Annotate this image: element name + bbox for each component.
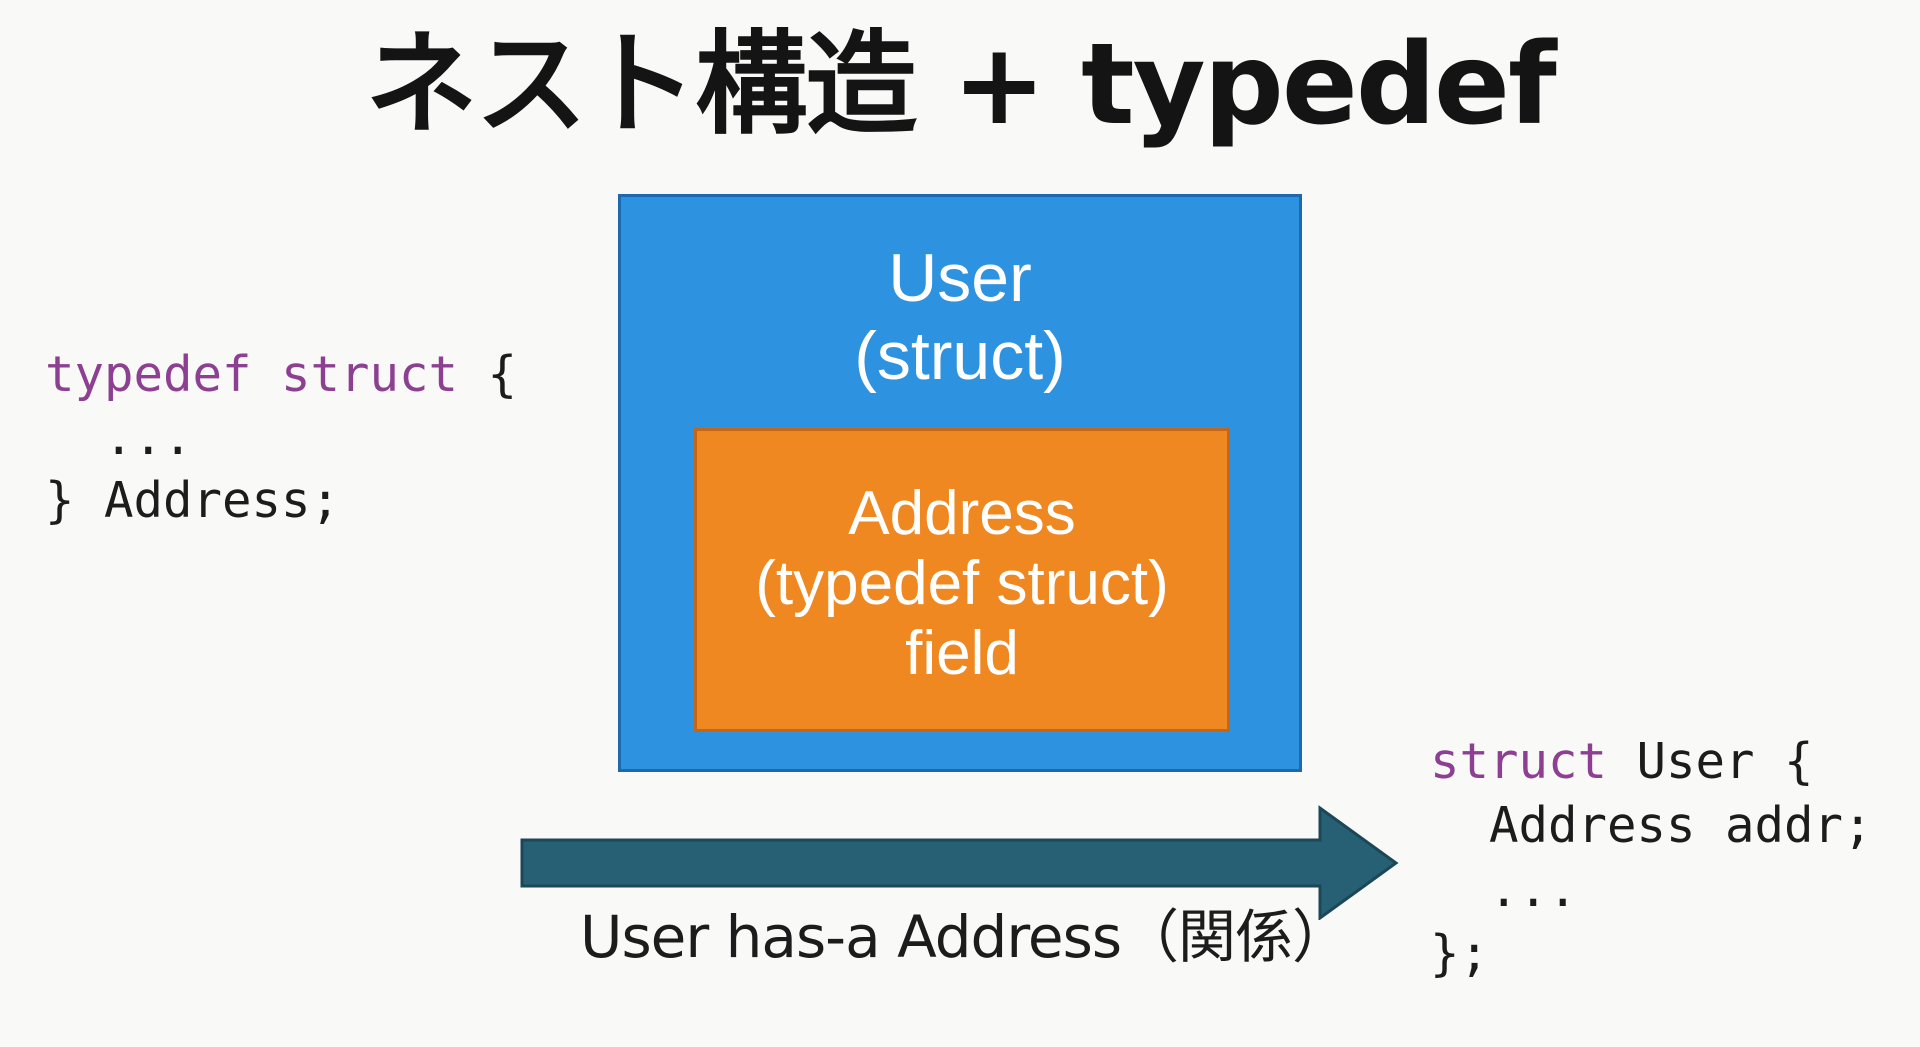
code-text: }; <box>1430 925 1490 982</box>
code-keyword: typedef struct <box>45 346 459 403</box>
code-text: } Address; <box>45 472 341 529</box>
address-role: field <box>905 619 1019 688</box>
address-field-box: Address (typedef struct) field <box>694 428 1230 732</box>
has-a-arrow <box>520 805 1399 920</box>
user-struct-kind: (struct) <box>854 318 1066 394</box>
page-title: ネスト構造 + typedef <box>365 20 1556 150</box>
code-text: ... <box>1430 861 1578 918</box>
code-text: Address addr; <box>1430 797 1873 854</box>
code-line: Address addr; <box>1430 801 1873 850</box>
code-line: typedef struct { <box>45 350 517 399</box>
has-a-arrow-shape <box>520 805 1399 920</box>
code-text: ... <box>45 409 193 466</box>
relation-caption: User has-a Address（関係） <box>580 903 1350 971</box>
user-struct-name: User <box>888 240 1032 316</box>
user-struct-box: User (struct) Address (typedef struct) f… <box>618 194 1302 772</box>
code-line: } Address; <box>45 476 340 525</box>
address-name: Address <box>848 479 1076 548</box>
address-kind: (typedef struct) <box>755 549 1169 618</box>
code-line: }; <box>1430 929 1489 978</box>
code-line: struct User { <box>1430 737 1814 786</box>
address-field-label: Address (typedef struct) field <box>697 479 1227 689</box>
code-text: { <box>458 346 518 403</box>
code-text: User { <box>1607 733 1814 790</box>
code-line: ... <box>1430 865 1578 914</box>
code-line: ... <box>45 413 193 462</box>
user-struct-label: User (struct) <box>621 239 1299 395</box>
code-keyword: struct <box>1430 733 1608 790</box>
